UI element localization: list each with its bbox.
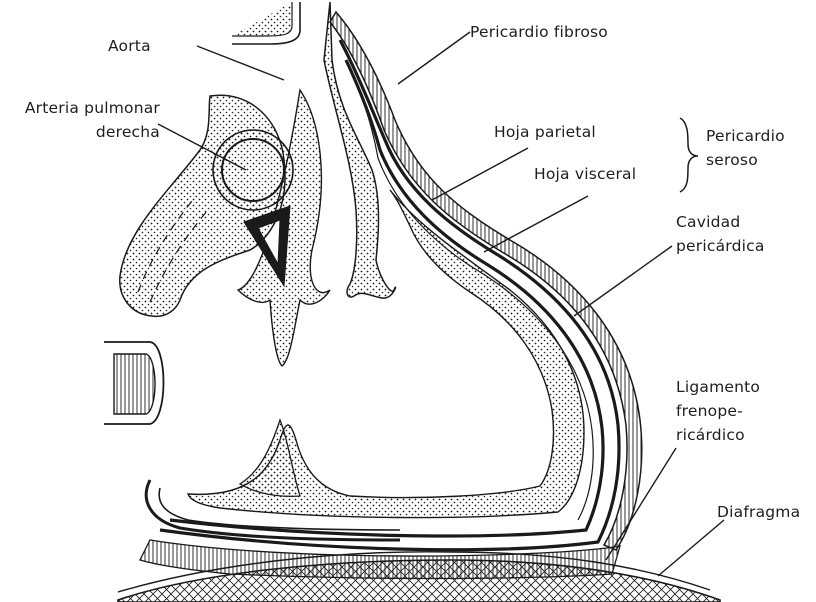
label-cavidad-line2: pericárdica bbox=[676, 234, 765, 258]
label-pericardio-seroso: Pericardio seroso bbox=[706, 124, 785, 172]
label-cavidad-line1: Cavidad bbox=[676, 210, 765, 234]
vertebra-inner bbox=[114, 354, 155, 414]
leader-pericardio-fibroso bbox=[398, 32, 470, 84]
label-ligamento-frenopericardico: Ligamento frenope- ricárdico bbox=[676, 375, 760, 447]
label-pericardio-seroso-line1: Pericardio bbox=[706, 124, 785, 148]
label-ligamento-line3: ricárdico bbox=[676, 423, 760, 447]
label-pericardio-seroso-line2: seroso bbox=[706, 148, 785, 172]
label-arteria-pulmonar-line1: Arteria pulmonar bbox=[4, 96, 160, 120]
aorta-left-wall-inner bbox=[232, 2, 292, 36]
label-arteria-pulmonar: Arteria pulmonar derecha bbox=[4, 96, 160, 144]
label-aorta: Aorta bbox=[108, 34, 151, 58]
leader-cavidad bbox=[574, 246, 672, 316]
seroso-brace bbox=[680, 118, 698, 192]
label-arteria-pulmonar-line2: derecha bbox=[4, 120, 160, 144]
label-pericardio-fibroso: Pericardio fibroso bbox=[470, 20, 608, 44]
leader-hoja-parietal bbox=[432, 148, 528, 200]
label-cavidad-pericardica: Cavidad pericárdica bbox=[676, 210, 765, 258]
label-diafragma: Diafragma bbox=[717, 500, 800, 524]
label-hoja-visceral: Hoja visceral bbox=[534, 162, 636, 186]
leader-diafragma bbox=[658, 520, 724, 576]
leader-aorta bbox=[197, 46, 284, 80]
label-ligamento-line2: frenope- bbox=[676, 399, 760, 423]
leader-hoja-visceral bbox=[484, 196, 588, 252]
label-ligamento-line1: Ligamento bbox=[676, 375, 760, 399]
label-hoja-parietal: Hoja parietal bbox=[494, 120, 596, 144]
